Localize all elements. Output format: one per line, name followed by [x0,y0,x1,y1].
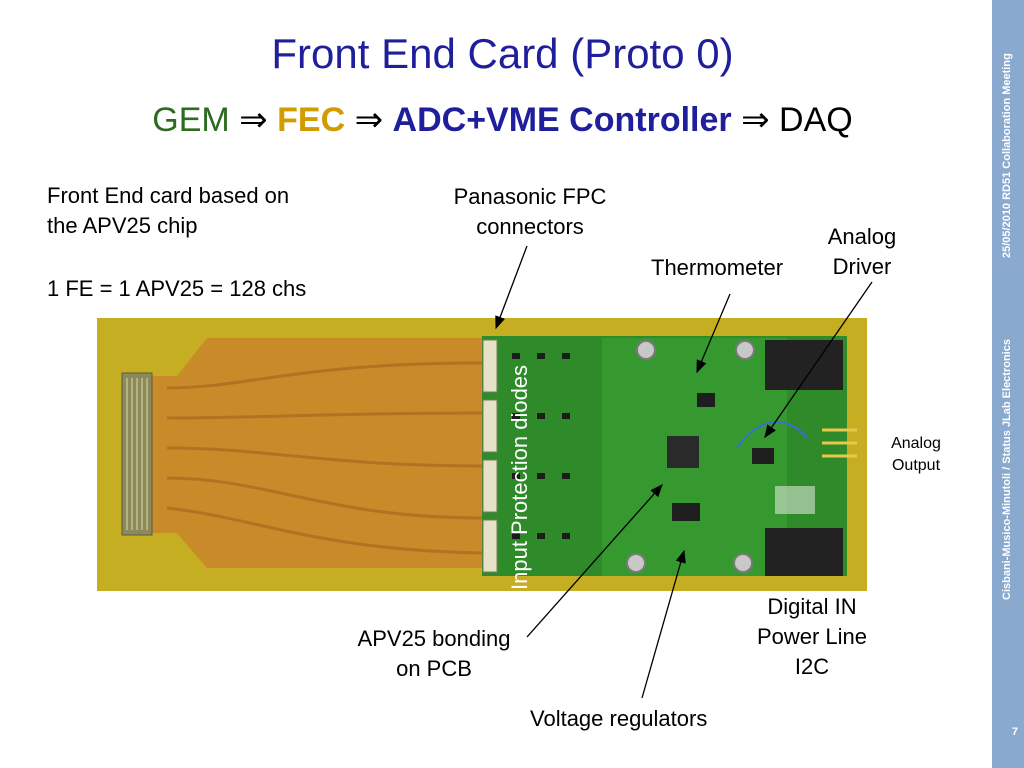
flow-daq: DAQ [779,101,853,139]
connector-top [765,340,843,390]
arrow-apv-bonding [526,484,663,638]
label-thermometer: Thermometer [651,255,784,280]
label-analog-driver-1: Analog [827,224,897,249]
connector-bottom [765,528,843,576]
label-apv-bonding-1: APV25 bonding [357,626,511,651]
page-number: 7 [1011,726,1018,738]
label-digital-in-2: Power Line [756,624,868,649]
intro-line-1: Front End card based on [47,183,290,208]
label-analog-output-1: Analog [891,435,941,452]
flow-arrow-3: ⇒ [741,101,770,139]
sidebar-meeting: 25/05/2010 RD51 Collaboration Meeting [1001,53,1013,258]
signal-flow: GEM ⇒ FEC ⇒ ADC+VME Controller ⇒ DAQ [0,100,1005,140]
arrow-thermometer [696,293,731,374]
flow-adc: ADC+VME Controller [392,101,732,139]
flow-gem: GEM [152,101,230,139]
flex-cable [132,338,482,568]
flow-fec: FEC [277,101,346,139]
mounting-screws [626,340,755,573]
label-digital-in-3: I2C [794,654,830,679]
slide-sidebar: 25/05/2010 RD51 Collaboration Meeting Ci… [992,0,1024,768]
arrow-voltage-regulators [641,549,686,699]
intro-line-3: 1 FE = 1 APV25 = 128 chs [47,276,307,301]
flow-arrow-2: ⇒ [354,101,384,139]
slide-title: Front End Card (Proto 0) [271,30,734,77]
label-analog-driver-2: Driver [832,254,892,279]
label-digital-in-1: Digital IN [767,594,857,619]
intro-line-2: the APV25 chip [47,213,198,238]
fpc-connectors [482,339,498,573]
label-voltage-regulators: Voltage regulators [530,706,708,731]
label-panasonic-1: Panasonic FPC [453,184,607,209]
flow-arrow-1: ⇒ [239,101,268,139]
label-analog-output-2: Output [891,457,941,474]
label-apv-bonding-2: on PCB [396,656,472,681]
apv25-chip [667,436,699,468]
sidebar-authors: Cisbani-Musico-Minutoli / Status JLab El… [1001,339,1013,600]
label-panasonic-2: connectors [476,214,584,239]
fec-board-photo [97,318,867,591]
arrow-analog-driver [764,281,873,439]
arrow-panasonic [495,245,528,330]
